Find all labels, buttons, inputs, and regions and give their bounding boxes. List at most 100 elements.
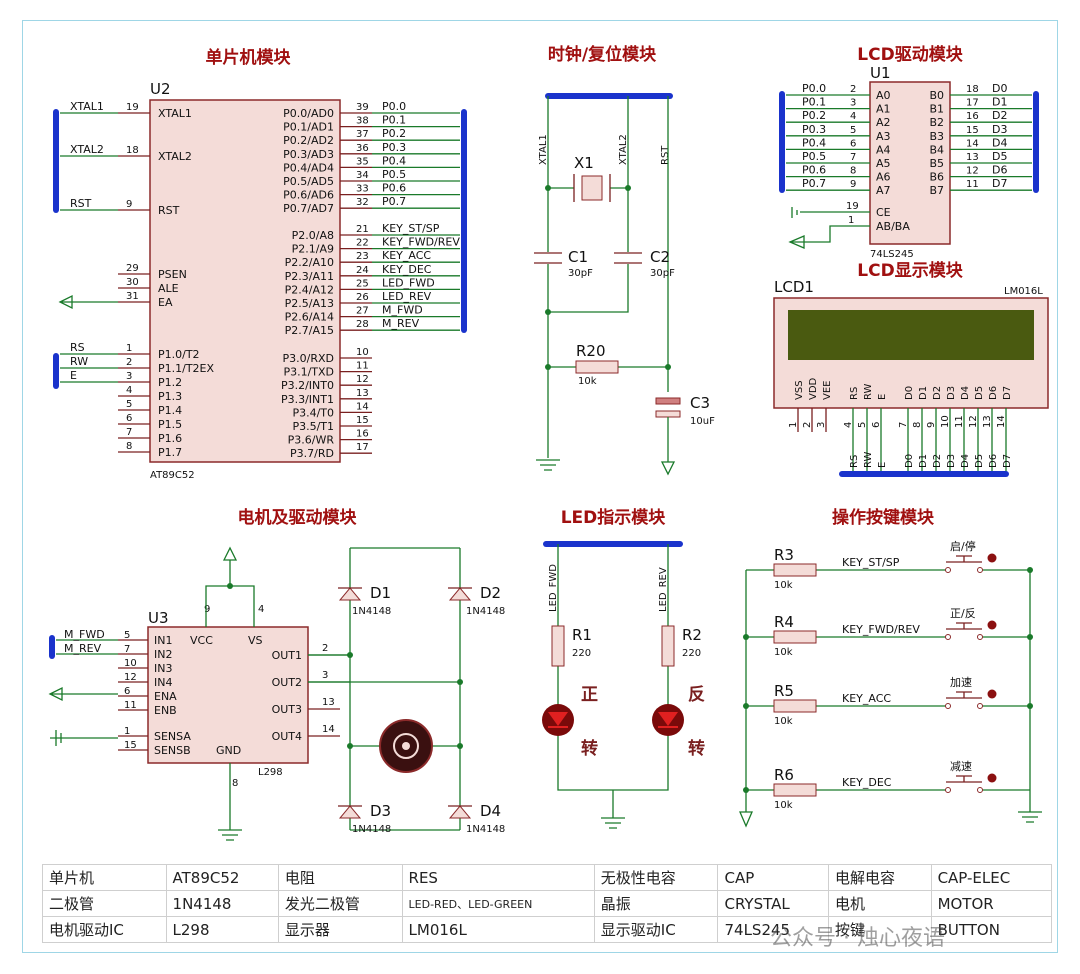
key-contact xyxy=(977,567,983,573)
bom-cell: 电阻 xyxy=(277,864,403,891)
lcd1-ref: LCD1 xyxy=(774,278,814,296)
crystal-plates xyxy=(573,174,611,202)
c1-ref: C1 xyxy=(568,248,588,266)
out-wires xyxy=(308,654,460,747)
mcu-pin-name: P2.5/A13 xyxy=(285,297,334,310)
lcd-net-label: D4 xyxy=(960,454,971,468)
key-net-label: KEY_ST/SP xyxy=(842,556,900,569)
mcu-pin-number: 3 xyxy=(126,371,132,382)
key-contact xyxy=(945,787,951,793)
u1-a-pin-number: 3 xyxy=(850,98,856,109)
key-resistor-value: 10k xyxy=(774,647,793,658)
u1-a-net-label: P0.5 xyxy=(802,150,826,163)
mcu-pin-name: P2.1/A9 xyxy=(292,243,334,256)
bom-cell: 晶振 xyxy=(593,890,719,917)
junction xyxy=(1027,567,1033,573)
u1-a-pin-number: 7 xyxy=(850,152,856,163)
lcd1-part: LM016L xyxy=(1004,286,1043,297)
u1-b-net-label: D1 xyxy=(992,96,1007,109)
clock-reset-circuit: XTAL1 XTAL2 RST X1 C1 30pF C2 30pF R20 1… xyxy=(534,93,715,476)
u1-b-net-label: D5 xyxy=(992,150,1007,163)
u1-b-pin-name: B3 xyxy=(929,130,944,143)
c2-plates xyxy=(614,252,642,264)
mcu-pin-number: 36 xyxy=(356,143,369,154)
r1-value: 220 xyxy=(572,648,591,659)
mcu-pin-name: P1.2 xyxy=(158,376,182,389)
u3-pin-number: 5 xyxy=(124,630,130,641)
power-arrow xyxy=(788,235,805,249)
u1-a-pin-name: A7 xyxy=(876,184,891,197)
title-clock: 时钟/复位模块 xyxy=(548,44,657,65)
ground-arrow xyxy=(660,461,676,476)
key-button-icon[interactable] xyxy=(987,773,997,783)
u3-out-name: OUT4 xyxy=(272,730,302,743)
net-label-xtal1: XTAL1 xyxy=(538,134,549,165)
mcu-pin-number: 4 xyxy=(126,385,132,396)
mcu-pin-name: P0.1/AD1 xyxy=(283,121,334,134)
bom-cell: 电解电容 xyxy=(827,864,932,891)
key-contact xyxy=(945,634,951,640)
mcu-pin-name: XTAL1 xyxy=(158,107,192,120)
junction xyxy=(545,309,551,315)
power-arrow xyxy=(739,811,753,828)
mcu-pin-name: P3.5/T1 xyxy=(292,420,334,433)
u1-a-net-label: P0.6 xyxy=(802,164,826,177)
mcu-net-label: KEY_FWD/REV xyxy=(382,236,460,249)
key-button-icon[interactable] xyxy=(987,620,997,630)
u1-ref: U1 xyxy=(870,64,891,82)
mcu-net-label: P0.0 xyxy=(382,100,406,113)
u1-b-pin-number: 18 xyxy=(966,84,979,95)
u3-gnd-name: GND xyxy=(216,744,241,757)
mcu-pin-name: P2.6/A14 xyxy=(285,311,334,324)
u3-vs-name: VS xyxy=(248,634,263,647)
junction xyxy=(545,185,551,191)
mcu-pin-number: 22 xyxy=(356,238,369,249)
lcd-pin-number: 14 xyxy=(996,415,1007,428)
key-button-icon[interactable] xyxy=(987,553,997,563)
d4-part: 1N4148 xyxy=(466,824,505,835)
mcu-pin-number: 28 xyxy=(356,319,369,330)
mcu-pin-number: 25 xyxy=(356,278,369,289)
u3-out-name: OUT1 xyxy=(272,649,302,662)
lcd-pin-number: 4 xyxy=(843,422,854,428)
mcu-pin-number: 18 xyxy=(126,145,139,156)
u1-b-net-label: D3 xyxy=(992,123,1007,136)
led-fwd-text-1: 正 xyxy=(581,685,598,705)
mcu-part: AT89C52 xyxy=(150,470,195,481)
net-label-led-rev: LED_REV xyxy=(658,567,669,612)
lcd-pin-number: 10 xyxy=(940,415,951,428)
watermark: 公众号 · 烛心夜语 xyxy=(770,926,945,951)
mcu-pin-name: P2.2/A10 xyxy=(285,256,334,269)
mcu-pin-name: P3.6/WR xyxy=(288,434,335,447)
c1-value: 30pF xyxy=(568,268,593,279)
key-button-icon[interactable] xyxy=(987,689,997,699)
bom-cell: MOTOR xyxy=(930,890,1053,917)
u3-pin-number: 6 xyxy=(124,686,130,697)
mcu-pin-name: P3.1/TXD xyxy=(283,366,334,379)
diode-d4 xyxy=(448,805,472,819)
u3-pin-number: 10 xyxy=(124,658,137,669)
u1-a-net-label: P0.0 xyxy=(802,82,826,95)
key-resistor-ref: R4 xyxy=(774,613,794,631)
key-resistor xyxy=(773,630,817,644)
u3-out-number: 13 xyxy=(322,697,335,708)
resistor-r20 xyxy=(575,360,619,374)
mcu-pin-number: 5 xyxy=(126,399,132,410)
bom-cell: LM016L xyxy=(401,916,595,943)
mcu-pin-number: 26 xyxy=(356,292,369,303)
vcc-vs-wires xyxy=(205,560,255,627)
junction xyxy=(457,679,463,685)
title-lcd-driver: LCD驱动模块 xyxy=(857,44,963,65)
led-fwd-text-2: 转 xyxy=(581,738,598,759)
bridge-wires xyxy=(349,547,461,831)
u3-part: L298 xyxy=(258,767,283,778)
u1-b-pin-number: 11 xyxy=(966,179,979,190)
lcd-pin-name: D1 xyxy=(918,386,929,400)
lcd-pin-number: 3 xyxy=(816,422,827,428)
r1-ref: R1 xyxy=(572,626,592,644)
lcd-pin-number: 6 xyxy=(871,422,882,428)
d3-ref: D3 xyxy=(370,802,391,820)
u1-dir-name: AB/BA xyxy=(876,220,910,233)
